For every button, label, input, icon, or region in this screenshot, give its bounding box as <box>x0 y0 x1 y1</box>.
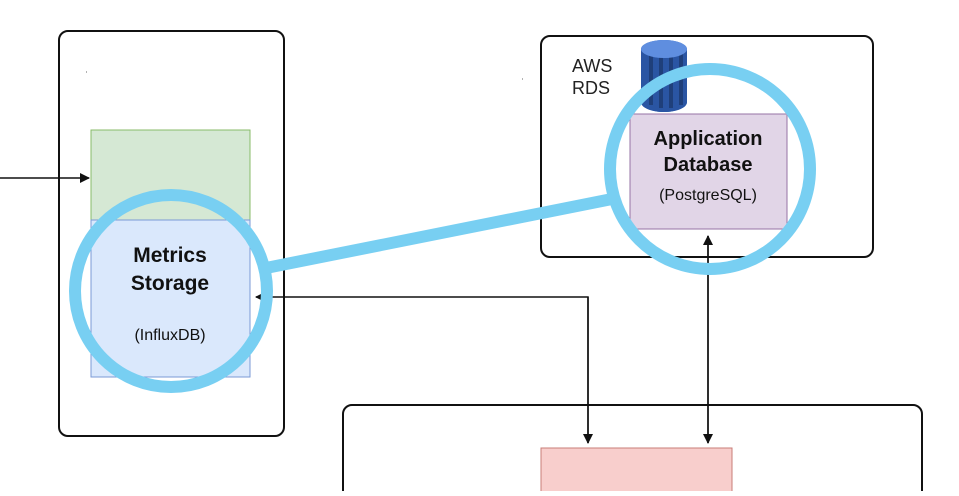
metrics-title-line1: Metrics <box>133 244 207 267</box>
left-container <box>58 30 285 437</box>
application-database-box <box>629 113 788 230</box>
bottom-container <box>342 404 923 496</box>
appdb-highlight-ring <box>604 63 816 275</box>
rds-label: RDS <box>572 78 610 98</box>
aws-rds-container <box>540 35 874 258</box>
appdb-subtitle: (PostgreSQL) <box>659 187 757 204</box>
metrics-feedback-arrow <box>255 292 589 443</box>
red-service-box <box>540 447 733 496</box>
aws-label: AWS <box>572 56 612 76</box>
metrics-subtitle: (InfluxDB) <box>134 327 205 344</box>
metrics-title-line2: Storage <box>131 272 209 295</box>
highlight-connector <box>260 193 618 274</box>
metrics-storage-box <box>90 219 251 378</box>
appdb-title-line2: Database <box>664 154 753 176</box>
appdb-title-line1: Application <box>654 128 763 150</box>
metrics-highlight-ring <box>69 189 273 393</box>
